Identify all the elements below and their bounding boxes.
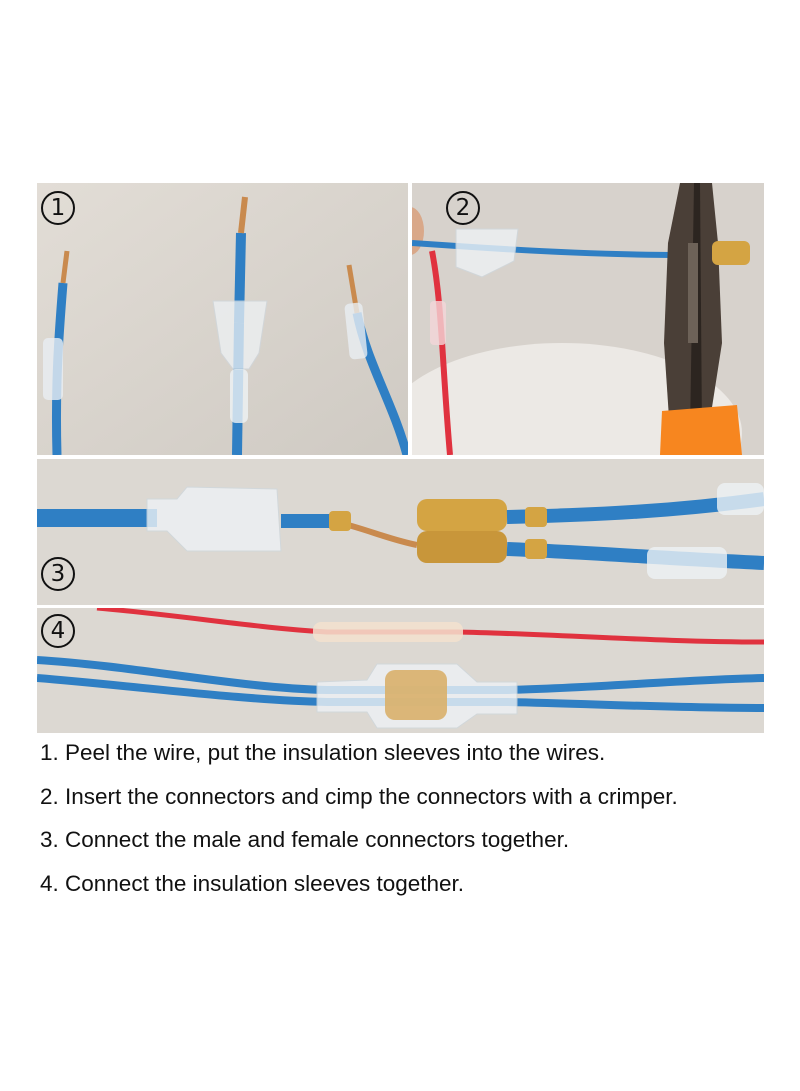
step-2-photo: 2 (412, 183, 764, 455)
step-2-badge: 2 (446, 191, 480, 225)
step-2-text: 2. Insert the connectors and cimp the co… (40, 783, 678, 809)
step-3-photo: 3 (37, 459, 764, 605)
step-2-illustration (412, 183, 764, 455)
step-4-badge: 4 (41, 614, 75, 648)
step-4-illustration (37, 608, 764, 733)
step-4-text: 4. Connect the insulation sleeves togeth… (40, 870, 465, 896)
step-1-text: 1. Peel the wire, put the insulation sle… (40, 740, 606, 765)
step-1-illustration (37, 183, 408, 455)
step-3-badge: 3 (41, 557, 75, 591)
step-1-photo: 1 (37, 183, 408, 455)
step-1-badge: 1 (41, 191, 75, 225)
step-4-photo: 4 (37, 608, 764, 733)
step-3-illustration (37, 459, 764, 605)
instruction-steps: 1. Peel the wire, put the insulation sle… (40, 735, 780, 909)
step-3-text: 3. Connect the male and female connector… (40, 827, 570, 852)
